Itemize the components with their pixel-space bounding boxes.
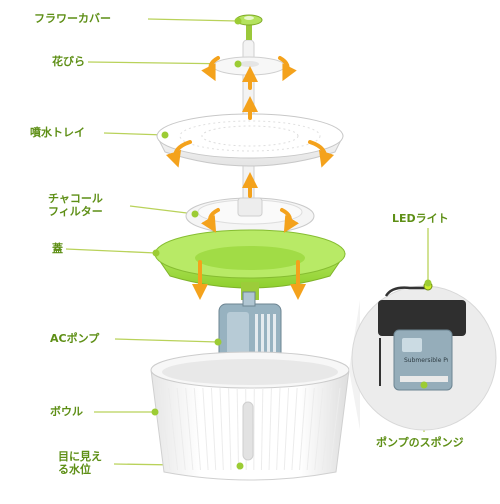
label-petals: 花びら <box>52 55 85 68</box>
label-bowl: ボウル <box>50 405 83 418</box>
charcoal-filter-part <box>186 198 314 234</box>
leader-line-ac-pump <box>115 339 218 342</box>
leader-line-flower-cover <box>148 19 238 21</box>
label-led-light: LEDライト <box>392 212 449 225</box>
pump-sticker-text: Submersible Pump <box>404 357 448 364</box>
lid-part <box>155 230 345 300</box>
label-water-level: 目に見え る水位 <box>58 450 102 476</box>
leader-line-spray-tray <box>104 133 165 135</box>
label-ac-pump: ACポンプ <box>50 332 99 345</box>
label-spray-tray: 噴水トレイ <box>30 126 85 139</box>
label-flower-cover: フラワーカバー <box>34 12 111 25</box>
leader-line-charcoal-filter <box>130 206 195 214</box>
leader-line-lid <box>66 249 156 253</box>
label-charcoal-filter: チャコール フィルター <box>48 192 103 218</box>
label-pump-sponge: ポンプのスポンジ <box>376 436 464 449</box>
spray-tray-part <box>157 114 343 166</box>
label-lid: 蓋 <box>52 242 63 255</box>
water-level-window <box>243 402 253 460</box>
bowl-part <box>151 352 349 480</box>
